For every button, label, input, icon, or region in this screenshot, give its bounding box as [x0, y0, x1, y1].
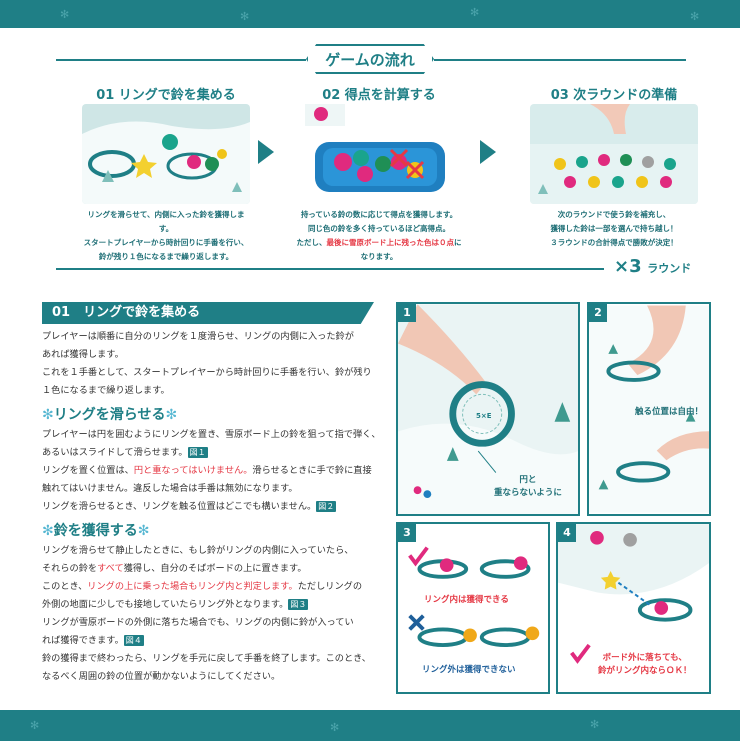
- page-title-text: ゲームの流れ: [325, 50, 415, 69]
- figure-ref: 図２: [316, 501, 337, 512]
- snowflake-icon: ✻: [590, 718, 600, 731]
- figure-ref: 図１: [187, 447, 208, 458]
- ring-label: 5×E: [476, 412, 492, 420]
- snowflake-icon: ✻: [42, 407, 54, 423]
- ring-outside-caption: リング外は獲得できない: [422, 665, 516, 675]
- step-2-desc: 持っている鈴の数に応じて得点を獲得します。 同じ色の鈴を多く持っているほど高得点…: [296, 210, 462, 261]
- top-band: ✻ ✻ ✻ ✻: [0, 0, 740, 28]
- bottom-band: ✻ ✻ ✻: [0, 710, 740, 741]
- ring-inside-caption: リング内は獲得できる: [424, 595, 509, 605]
- snowflake-icon: ✻: [690, 10, 700, 23]
- snowflake-icon: ✻: [330, 721, 340, 734]
- figure-2-caption: 触る位置は自由！: [635, 407, 704, 417]
- snowflake-icon: ✻: [240, 10, 250, 23]
- step-1: 01 リングで鈴を集める リングを滑らせて、内側に入った鈴を獲得します。 スター…: [82, 84, 250, 264]
- figure-1-panel: 1 円と 重ならないように 5×E: [396, 302, 580, 516]
- figure-number: 3: [398, 524, 416, 542]
- section-intro: プレイヤーは順番に自分のリングを１度滑らせ、リングの内側に入った鈴が あれば獲得…: [42, 331, 372, 396]
- step-title: 02 得点を計算する: [322, 88, 436, 103]
- title-rule-left: [56, 59, 306, 61]
- snowflake-icon: ✻: [470, 6, 480, 19]
- figure-number: 2: [589, 304, 607, 322]
- subheading-slide-ring: ✻リングを滑らせる✻: [42, 407, 178, 423]
- figure-ref: 図３: [288, 599, 309, 610]
- snowflake-icon: ✻: [42, 523, 54, 539]
- figure-4-caption: ボード外に落ちても、 鈴がリング内ならＯＫ！: [598, 653, 692, 676]
- subheading-collect-bells: ✻鈴を獲得する✻: [42, 523, 150, 539]
- step-3-desc: 次のラウンドで使う鈴を補充し、 獲得した鈴は一部を選んで持ち越し！ ３ラウンドの…: [550, 210, 678, 247]
- rounds-rule: [56, 268, 604, 270]
- snowflake-icon: ✻: [137, 523, 150, 539]
- rounds-label: ×3 ラウンド: [614, 256, 692, 277]
- section-heading: 01 リングで鈴を集める: [42, 302, 374, 324]
- figure-ref: 図４: [123, 635, 144, 646]
- step-title: 01 リングで鈴を集める: [96, 88, 236, 103]
- step-title: 03 次ラウンドの準備: [550, 88, 678, 103]
- figure-3-panel: 3 リング内は獲得できる リング外は獲得できない: [396, 522, 550, 694]
- figure-1-caption: 円と 重ならないように: [494, 475, 562, 498]
- step-arrow-icon: [480, 140, 496, 164]
- figure-2-panel: 2 触る位置は自由！: [587, 302, 711, 516]
- step-3-illustration: [530, 104, 698, 204]
- step-3: 03 次ラウンドの準備 次のラウンドで使う鈴を補充し、 獲得した鈴は一部を選んで…: [530, 84, 698, 250]
- snowflake-icon: ✻: [60, 8, 70, 21]
- step-2-illustration: [295, 104, 463, 204]
- step-arrow-icon: [258, 140, 274, 164]
- snowflake-icon: ✻: [30, 719, 40, 732]
- title-rule-right: [434, 59, 686, 61]
- step-1-illustration: [82, 104, 250, 204]
- step-1-desc: リングを滑らせて、内側に入った鈴を獲得します。 スタートプレイヤーから時計回りに…: [83, 210, 249, 261]
- step-2: 02 得点を計算する 持っている鈴の数に応じて得点を獲得します。 同じ色の鈴を多…: [295, 84, 463, 264]
- figure-4-panel: 4 ボード外に落ちても、 鈴がリング内ならＯＫ！: [556, 522, 711, 694]
- figure-number: 1: [398, 304, 416, 322]
- slide-ring-text: プレイヤーは円を囲むようにリングを置き、雪原ボード上の鈴を狙って指で弾く、 ある…: [42, 429, 381, 512]
- figure-number: 4: [558, 524, 576, 542]
- collect-bells-text: リングを滑らせて静止したときに、もし鈴がリングの内側に入っていたら、 それらの鈴…: [42, 545, 371, 682]
- page-title: ゲームの流れ: [306, 44, 434, 74]
- snowflake-icon: ✻: [165, 407, 178, 423]
